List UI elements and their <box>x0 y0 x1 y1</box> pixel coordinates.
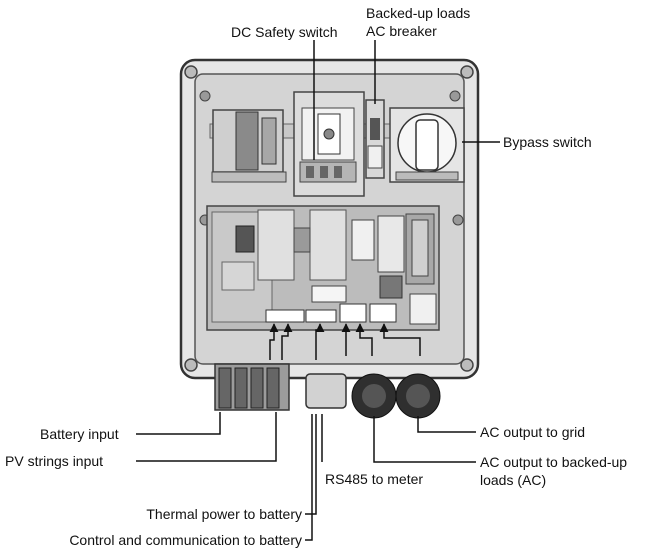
mount-hole <box>452 214 464 226</box>
terminal-block <box>265 309 305 323</box>
terminal-block <box>305 309 337 323</box>
ac-breaker <box>365 99 385 179</box>
leader-lines <box>136 40 500 541</box>
label-ac-output-backed-up-line2: loads (AC) <box>480 472 546 488</box>
circuit-board <box>206 205 440 331</box>
label-control-and-communication: Control and communication to battery <box>69 532 302 548</box>
corner-screw <box>460 65 474 79</box>
corner-screw <box>184 358 198 372</box>
corner-screw <box>184 65 198 79</box>
label-battery-input: Battery input <box>40 426 119 442</box>
mount-hole <box>199 90 211 102</box>
label-thermal-power-to-battery: Thermal power to battery <box>146 506 302 522</box>
label-backed-up-loads-line1: Backed-up loads <box>366 5 470 21</box>
transformer <box>211 109 287 183</box>
label-pv-strings-input: PV strings input <box>5 453 103 469</box>
bottom-connectors <box>214 363 441 419</box>
dc-safety-switch <box>293 91 365 197</box>
terminal-block <box>369 303 397 323</box>
label-rs485-to-meter: RS485 to meter <box>325 471 423 487</box>
internal-wiring-arrows <box>269 323 421 360</box>
label-bypass-switch: Bypass switch <box>503 134 592 150</box>
terminal-block <box>339 303 367 323</box>
bypass-switch <box>389 107 465 183</box>
label-ac-breaker-line2: AC breaker <box>366 23 437 39</box>
label-ac-output-to-grid: AC output to grid <box>480 424 585 440</box>
label-ac-output-backed-up-line1: AC output to backed-up <box>480 454 627 470</box>
mount-hole <box>449 90 461 102</box>
corner-screw <box>460 358 474 372</box>
label-dc-safety-switch: DC Safety switch <box>231 24 338 40</box>
